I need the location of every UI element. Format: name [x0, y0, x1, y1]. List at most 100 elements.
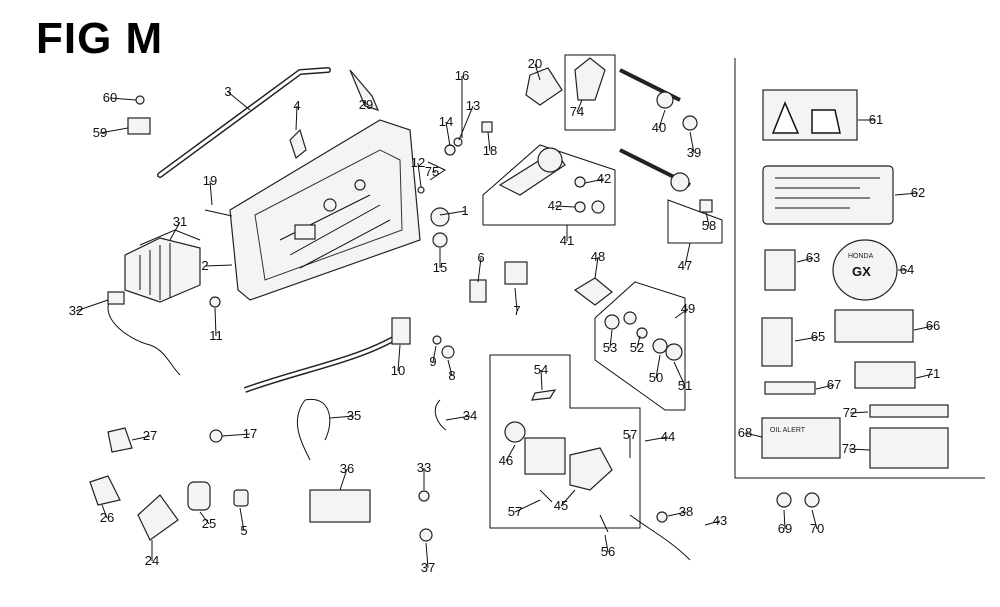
part-number-label: 11 — [209, 328, 223, 343]
part-number-label: 72 — [843, 405, 857, 420]
part-4 — [289, 128, 307, 160]
decal-63 — [764, 249, 796, 291]
part-number-label: 15 — [433, 260, 447, 275]
part-number-label: 75 — [425, 164, 439, 179]
group-outline-47 — [667, 199, 723, 244]
part-number-label: 12 — [411, 155, 425, 170]
leader-line — [644, 436, 669, 442]
handle-bar — [157, 67, 331, 178]
leader-line — [584, 178, 605, 184]
part-number-label: 49 — [681, 301, 695, 316]
part-number-label: 18 — [483, 143, 497, 158]
part-number-label: 68 — [738, 425, 752, 440]
leader-line — [445, 121, 451, 147]
leader-line — [811, 509, 818, 530]
part-number-label: 27 — [143, 428, 157, 443]
part-number-label: 31 — [173, 214, 187, 229]
leader-line — [540, 369, 543, 391]
part-number-label: 42 — [597, 171, 611, 186]
decal-72 — [869, 404, 949, 418]
part-14 — [444, 144, 456, 156]
part-number-label: 73 — [842, 441, 856, 456]
leader-line — [445, 415, 471, 421]
part-number-label: 74 — [570, 104, 584, 119]
part-number-label: 65 — [811, 329, 825, 344]
wire-43 — [629, 514, 691, 561]
part-67 — [776, 492, 792, 508]
part-37 — [419, 528, 433, 542]
leader-line — [815, 384, 835, 390]
part-number-label: 46 — [499, 453, 513, 468]
group-outline-49 — [594, 281, 686, 411]
leader-line — [604, 534, 609, 553]
leader-line — [169, 221, 181, 241]
part-number-label: 60 — [103, 90, 117, 105]
figure-title: FIG M — [36, 14, 164, 63]
part-number-label: 40 — [652, 120, 666, 135]
part-number-label: 33 — [417, 460, 431, 475]
part-number-label: 13 — [466, 98, 480, 113]
leader-line — [705, 211, 710, 227]
gasket-20 — [525, 67, 563, 106]
part-number-label: 4 — [293, 98, 300, 113]
leader-line — [674, 308, 689, 319]
part-1 — [430, 207, 450, 227]
decal-honda-text: HONDA — [848, 253, 874, 260]
leader-line — [439, 210, 466, 216]
group-outline-44 — [489, 354, 641, 529]
part-25 — [187, 481, 211, 511]
leader-line — [397, 344, 401, 372]
part-number-label: 3 — [224, 84, 231, 99]
part-number-label: 38 — [679, 504, 693, 519]
part-29 — [349, 69, 380, 111]
leader-line — [667, 511, 687, 517]
part-45 — [569, 447, 613, 491]
rectifier — [124, 229, 201, 303]
part-number-label: 61 — [869, 112, 883, 127]
leader-line — [99, 127, 129, 134]
leader-line — [329, 415, 355, 419]
part-42b — [574, 201, 586, 213]
decal-panel-border — [734, 58, 985, 479]
part-6 — [469, 279, 487, 303]
leader-line — [75, 299, 109, 312]
leader-line — [796, 257, 814, 263]
leader-line — [109, 97, 137, 101]
part-number-label: 34 — [463, 408, 477, 423]
band-35 — [296, 398, 331, 461]
part-19 — [204, 209, 233, 217]
leader-line — [594, 256, 599, 279]
leader-line — [560, 489, 576, 507]
leader-line — [673, 361, 686, 387]
leader-line — [101, 504, 108, 519]
leader-line — [425, 542, 429, 569]
part-number-label: 42 — [548, 198, 562, 213]
part-number-label: 43 — [713, 513, 727, 528]
part-number-label: 53 — [603, 340, 617, 355]
part-33 — [418, 490, 430, 502]
band-34 — [434, 399, 447, 431]
part-39 — [682, 115, 698, 131]
leader-line — [295, 105, 298, 131]
part-number-label: 58 — [702, 218, 716, 233]
decal-71 — [854, 361, 916, 389]
leader-line — [432, 345, 437, 363]
part-54 — [531, 389, 557, 401]
box-36 — [309, 489, 371, 523]
part-53 — [604, 314, 620, 330]
group-outline-74 — [564, 54, 616, 131]
part-59 — [127, 117, 151, 135]
part-number-label: 52 — [630, 340, 644, 355]
leader-line — [514, 499, 541, 513]
leader-line — [239, 507, 245, 532]
part-number-label: 16 — [455, 68, 469, 83]
part-number-label: 7 — [513, 303, 520, 318]
part-number-label: 1 — [461, 203, 468, 218]
leader-line — [214, 307, 217, 337]
leader-line — [477, 257, 482, 283]
part-75 — [427, 161, 447, 181]
leader-line — [744, 432, 763, 438]
part-number-label: 57 — [623, 427, 637, 442]
leader-line — [227, 91, 251, 111]
